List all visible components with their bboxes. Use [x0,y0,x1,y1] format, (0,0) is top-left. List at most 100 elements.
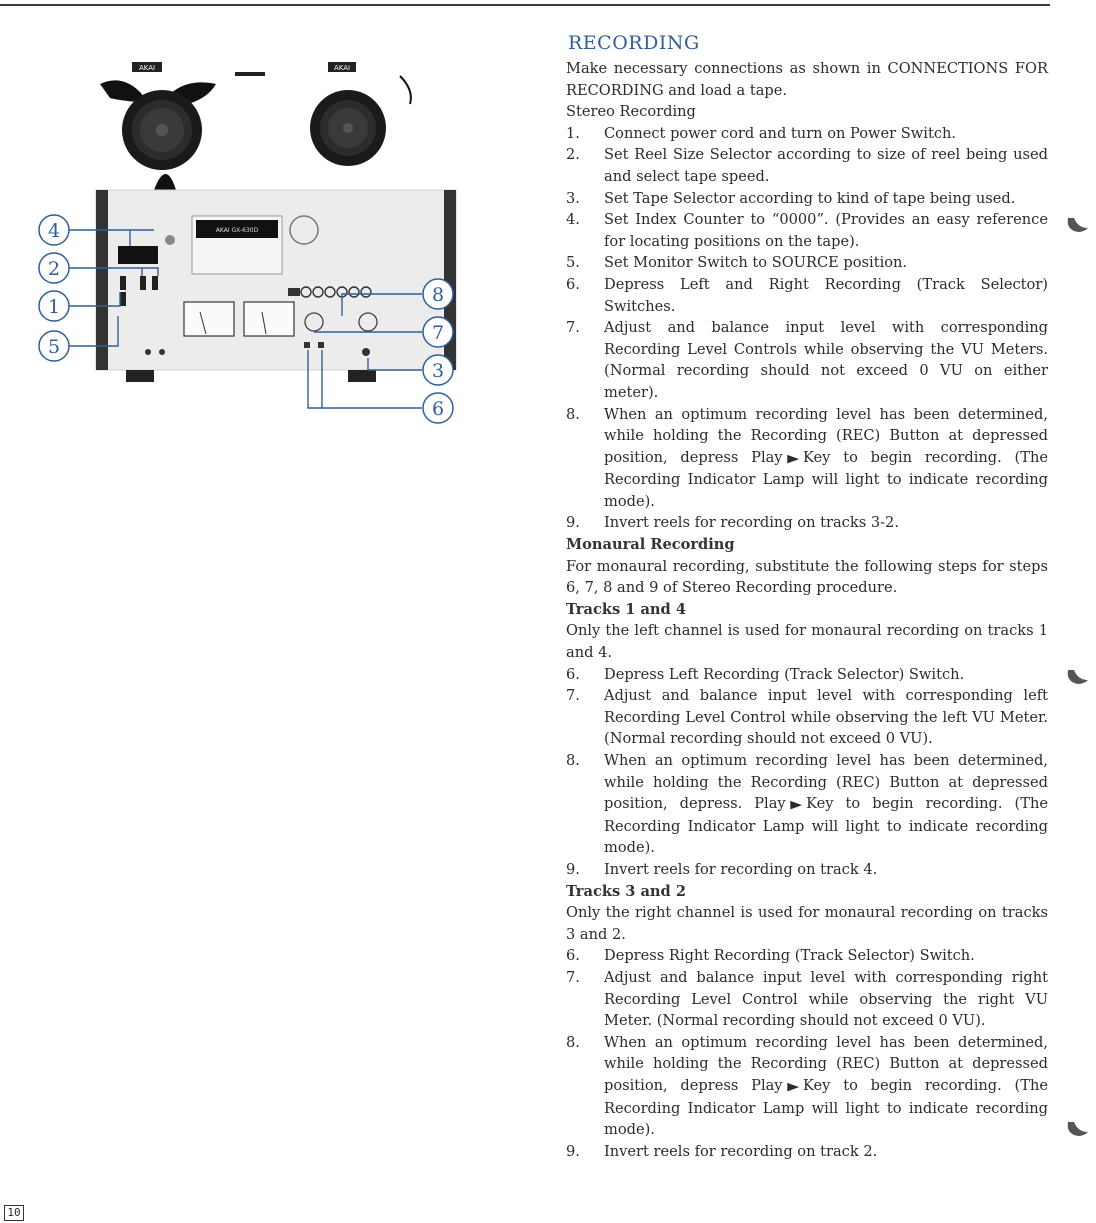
right-level-control [358,312,378,332]
left-side-panel [96,190,108,370]
step-number: 6. [566,665,580,683]
step-item: 9. Invert reels for recording on track 2. [566,1141,1048,1163]
right-reel [310,75,412,166]
step-text: Adjust and balance input level with corr… [604,968,1048,1030]
step-item: 9. Invert reels for recording on tracks 3… [566,512,1048,534]
step-text: Set Index Counter to “0000”. (Provides a… [604,211,1048,250]
step-number: 1. [566,124,580,142]
callout-7: 7 [432,322,444,344]
callout-lines [66,229,422,409]
step-text: Key to begin recording. (The Recording I… [604,448,1049,510]
step-number: 6. [566,947,580,965]
left-vu-meter [183,301,235,337]
tracks-1-4-intro: Only the left channel is used for monaur… [566,622,1048,662]
right-foot [348,370,376,382]
right-brand-text: AKAI [334,64,350,72]
step-item: 7. Adjust and balance input level with co… [566,685,1048,750]
step-text: Depress Left and Right Recording (Track … [604,275,1048,315]
step-number: 2. [566,146,580,164]
step-item: 3.Set Tape Selector according to kind of… [566,188,1048,210]
thumb-index-mark [1067,1122,1088,1136]
tracks-3-2-heading: Tracks 3 and 2 [566,882,686,900]
stereo-steps-list: 1. Connect power cord and turn on Power S… [566,123,1048,534]
callout-6: 6 [432,398,444,420]
knob-row [288,286,372,298]
step-text: Key to begin recording. (The Recording I… [604,1076,1049,1139]
left-level-control [304,312,324,332]
page-number: 10 [4,1205,24,1221]
step-number: 6. [566,275,580,293]
step-number: 8. [566,1033,580,1051]
step-number: 8. [566,752,580,769]
step-item: 8. When an optimum recording level has be… [566,1032,1048,1141]
callout-2: 2 [48,258,60,280]
tape-deck-figure: AKAI AKAI AKAI GX-630D [30,40,470,440]
step-item: 9. Invert reels for recording on track 4. [566,859,1048,881]
step-item: 4. Set Index Counter to “0000”. (Provides… [566,209,1048,252]
step-number: 9. [566,860,580,878]
step-item: 8.When an optimum recording level has be… [566,404,1048,513]
play-key-icon: ▶ [786,1079,799,1093]
step-text: Set Reel Size Selector according to size… [604,146,1048,185]
step-text: Invert reels for recording on track 2. [604,1142,878,1160]
right-brand-plate [328,62,356,72]
play-key-icon: ▶ [789,798,802,812]
right-vu-meter [243,301,295,337]
step-text: Adjust and balance input level with corr… [604,687,1048,748]
head-cover-label: AKAI GX-630D [216,227,259,234]
step-item: 6. Depress Right Recording (Track Selecto… [566,945,1048,967]
step-item: 5.Set Monitor Switch to SOURCE position. [566,252,1048,274]
left-guide [165,235,175,245]
recording-text-column: RECORDING Make necessary connections as … [566,30,1048,1162]
callout-8: 8 [432,284,444,306]
step-text: Depress Left Recording (Track Selector) … [604,665,965,683]
step-number: 8. [566,405,580,423]
section-title: RECORDING [568,32,700,54]
index-counter [118,246,158,264]
step-item: 6. Depress Left Recording (Track Selector… [566,664,1048,686]
play-key-icon: ▶ [786,451,799,465]
step-number: 7. [566,319,580,337]
callout-3: 3 [432,360,444,382]
tape-deck-illustration: AKAI AKAI AKAI GX-630D [38,62,457,424]
thumb-index-mark [1067,218,1088,232]
left-brand-text: AKAI [139,64,155,72]
step-text: Invert reels for recording on track 4. [604,860,878,878]
left-track-switch [304,342,310,348]
recording-intro: Make necessary connections as shown in C… [566,60,1048,99]
tracks-3-2-intro: Only the right channel is used for monau… [566,904,1048,943]
step-text: Key to begin recording. (The Recording I… [604,795,1049,857]
power-switch [120,292,126,306]
head-cover [196,220,278,238]
step-text: Set Monitor Switch to SOURCE position. [604,254,908,272]
callout-4: 4 [48,220,60,242]
step-text: Depress Right Recording (Track Selector)… [604,947,975,965]
left-reel [100,80,216,202]
step-item: 7.Adjust and balance input level with co… [566,967,1048,1032]
monaural-intro: For monaural recording, substitute the f… [566,557,1048,597]
callout-right-group: 8 7 3 6 [422,278,454,424]
callout-5: 5 [48,336,60,358]
step-text: Invert reels for recording on tracks 3-2… [604,514,899,532]
left-brand-plate [132,62,162,72]
step-item: 6. Depress Left and Right Recording (Trac… [566,274,1048,317]
step-number: 3. [566,189,580,207]
step-item: 7.Adjust and balance input level with co… [566,317,1048,403]
thumb-index-mark [1067,670,1088,684]
step-number: 9. [566,514,580,532]
stereo-heading: Stereo Recording [566,103,696,121]
top-rule [0,4,1050,6]
step-number: 9. [566,1142,580,1160]
pinch-roller [289,215,319,245]
tracks-1-4-heading: Tracks 1 and 4 [566,600,686,618]
step-text: When an optimum recording level has been… [604,752,1048,813]
step-item: 2. Set Reel Size Selector according to si… [566,144,1048,187]
callout-1: 1 [48,296,60,318]
step-number: 7. [566,687,580,705]
step-text: Connect power cord and turn on Power Swi… [604,124,957,142]
step-text: When an optimum recording level has been… [604,1033,1048,1094]
tape-selector [362,348,370,356]
right-track-switch [318,342,324,348]
callout-left-group: 4 2 1 5 [38,214,70,362]
step-number: 4. [566,211,580,229]
